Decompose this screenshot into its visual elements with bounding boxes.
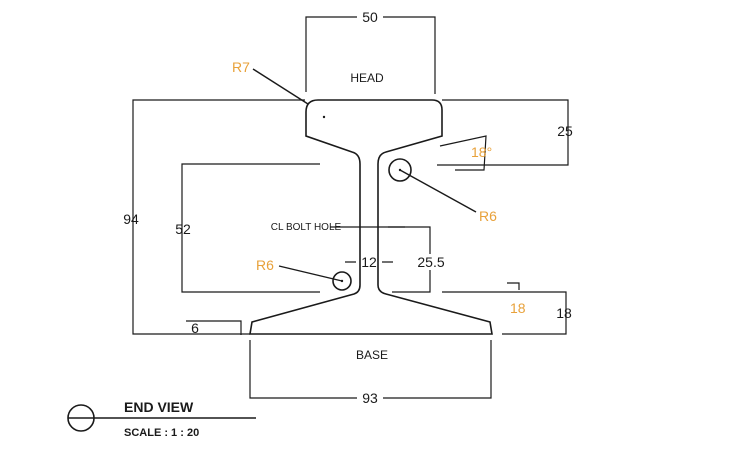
head-depth-value: 25 — [557, 123, 573, 139]
base-label: BASE — [356, 348, 388, 362]
head-angle-annotation: 18° — [471, 144, 492, 160]
base-width-bg — [357, 390, 383, 406]
head-width-bg — [357, 9, 383, 25]
head-width-value: 50 — [362, 9, 378, 25]
upper-fillet-circle — [388, 158, 412, 182]
leader-head-radius — [252, 68, 309, 105]
base-width-value: 93 — [362, 390, 378, 406]
web-thickness-value: 12 — [361, 254, 377, 270]
lower-fillet-circle — [332, 271, 352, 291]
head-center-mark — [322, 115, 326, 119]
upper-fillet-annotation: R6 — [479, 208, 497, 224]
dim-line-head-depth — [437, 99, 569, 166]
lower-fillet-annotation: R6 — [256, 257, 274, 273]
web-height-value: 52 — [175, 221, 191, 237]
leader-upper-fillet — [399, 169, 477, 213]
bolt-hole-height-value: 25.5 — [417, 254, 444, 270]
view-scale: SCALE : 1 : 20 — [124, 427, 199, 439]
overall-height-value: 94 — [123, 211, 139, 227]
title-block: END VIEW SCALE : 1 : 20 — [67, 399, 256, 439]
dim-line-base-edge — [186, 320, 242, 335]
bolt-hole-label: CL BOLT HOLE — [271, 222, 342, 233]
dim-line-web-height — [181, 163, 320, 293]
base-edge-value: 6 — [191, 320, 199, 336]
head-label: HEAD — [350, 71, 384, 85]
rail-head-outline — [249, 99, 493, 335]
base-angle-annotation: 18 — [510, 300, 526, 316]
leader-lower-fillet — [278, 265, 343, 282]
annotations: R7 18° R6 R6 18 — [232, 59, 526, 316]
rail-profile — [249, 99, 493, 335]
head-radius-annotation: R7 — [232, 59, 250, 75]
dim-line-base-depth — [442, 291, 567, 335]
leader-lines — [252, 68, 477, 282]
part-labels: HEAD BASE CL BOLT HOLE — [271, 71, 388, 362]
base-angle-marker — [507, 282, 520, 290]
base-depth-value: 18 — [556, 305, 572, 321]
dim-line-overall-height — [132, 99, 305, 335]
head-angle-marker — [439, 135, 487, 171]
bolt-hole-height-bg — [412, 254, 450, 270]
view-title: END VIEW — [124, 399, 194, 415]
dimension-values: 50 94 25 52 12 25.5 18 6 93 — [123, 9, 573, 406]
